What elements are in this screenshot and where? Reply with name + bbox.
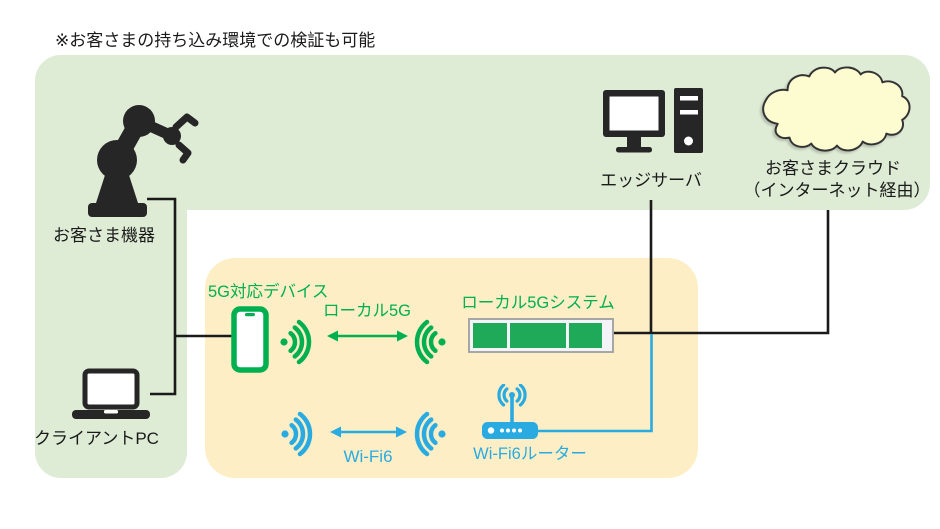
- wifi-router-icon: [480, 384, 544, 442]
- cloud-icon: [756, 64, 914, 156]
- smartphone-icon: [231, 306, 269, 373]
- wifi-beam-left-green-icon: [413, 319, 447, 365]
- robot-arm-icon: [86, 102, 202, 218]
- edge-server-label: エッジサーバ: [600, 171, 702, 190]
- client-pc-label: クライアントPC: [34, 429, 159, 448]
- local5g-system-unit: [468, 318, 614, 353]
- local5g-module: [473, 323, 507, 348]
- wifi-beam-right-blue-icon: [280, 411, 314, 457]
- customer-device-label: お客さま機器: [53, 226, 155, 245]
- local5g-link-label: ローカル5G: [322, 302, 411, 320]
- laptop-icon: [72, 368, 150, 420]
- wifi6-router-label: Wi-Fi6ルーター: [473, 445, 587, 463]
- local5g-module: [510, 323, 566, 348]
- cloud-label-line1: お客さまクラウド: [765, 159, 901, 178]
- edge-server-icon: [603, 88, 703, 154]
- local5g-module: [569, 323, 602, 348]
- wifi-beam-right-green-icon: [279, 319, 313, 365]
- cloud-label-line2: （インターネット経由）: [743, 181, 931, 200]
- local5g-system-label: ローカル5Gシステム: [461, 294, 615, 312]
- diagram-note: ※お客さまの持ち込み環境での検証も可能: [55, 31, 376, 50]
- 5g-device-label: 5G対応デバイス: [208, 283, 329, 301]
- wifi6-link-label: Wi-Fi6: [343, 447, 393, 466]
- wifi-beam-left-blue-icon: [413, 411, 447, 457]
